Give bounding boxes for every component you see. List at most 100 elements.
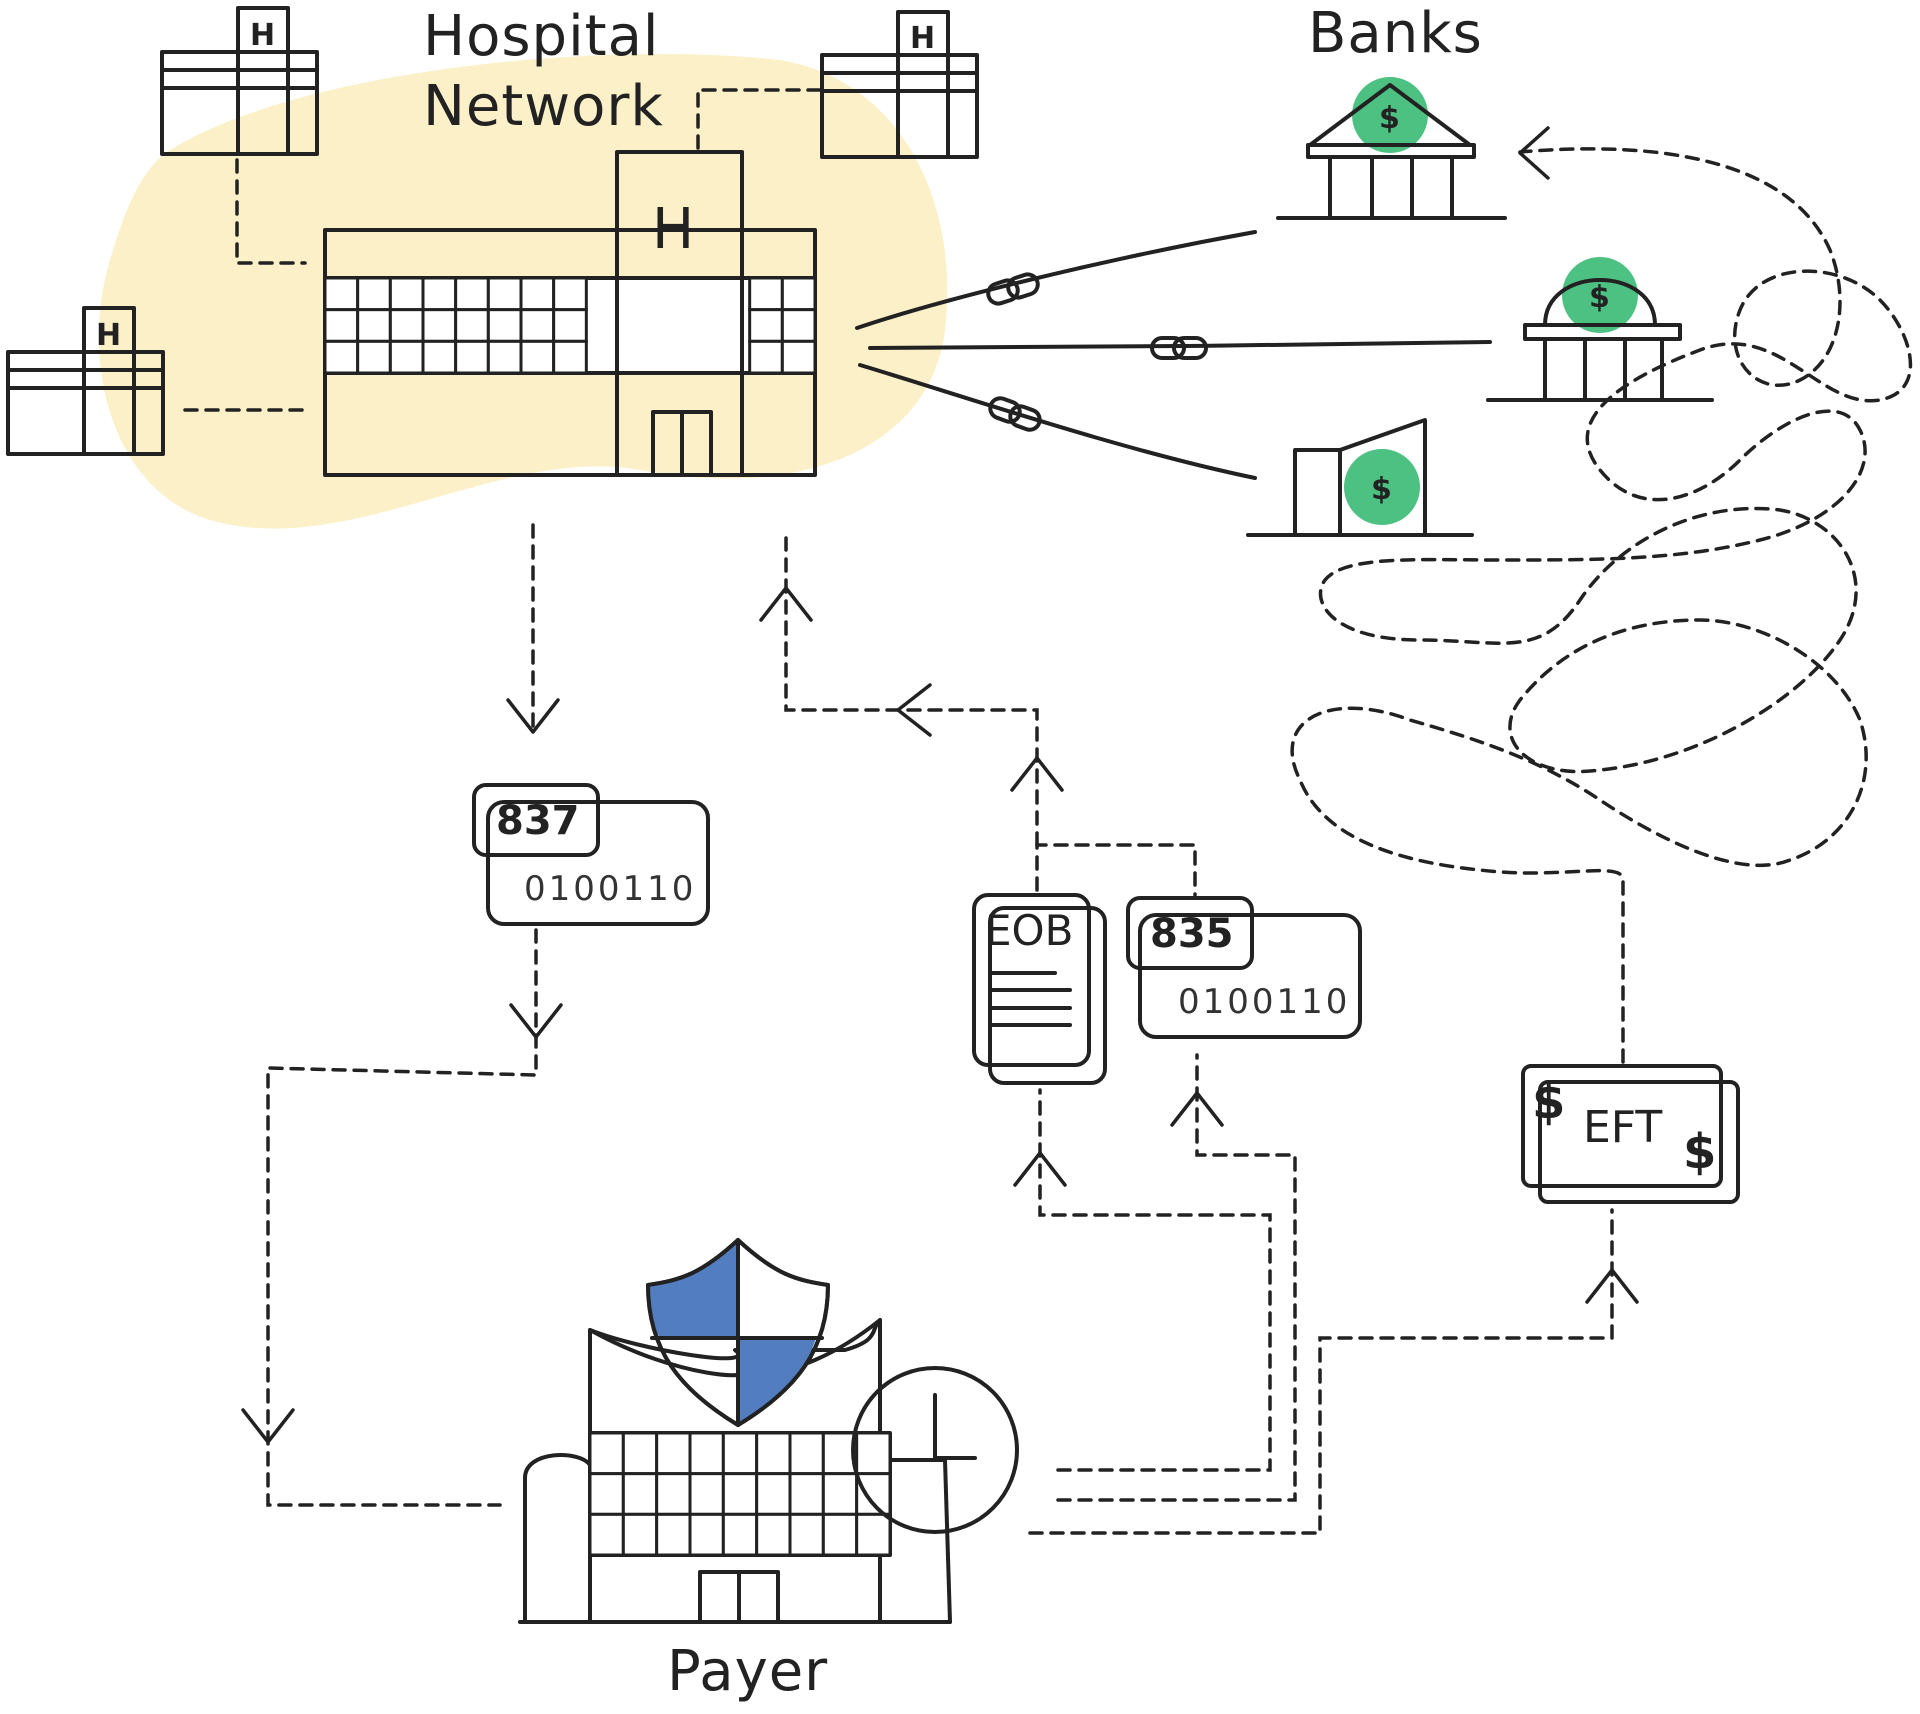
window-pane [356,276,392,312]
window-pane [356,339,392,375]
remit-flow-path [784,533,1039,847]
window-pane [788,1472,825,1516]
window-pane [486,276,523,312]
remit-code: 835 [1150,911,1234,957]
network-connector [696,88,822,150]
window-pane [421,308,458,343]
window-pane [486,339,523,375]
eob-label: EOB [985,906,1073,955]
small-hospital-icon: H [6,306,165,456]
eft-flow-path [1028,1208,1614,1535]
claim-code: 837 [496,798,580,844]
window-pane [621,1431,659,1476]
chain-link-icon [988,396,1042,432]
claim-flow-path [266,928,538,1507]
window-pane [780,308,817,343]
window-pane [688,1472,725,1516]
payer-building-icon [518,1318,952,1624]
window-pane [454,339,490,375]
hospital-h-label: H [910,21,935,56]
network-connector [235,158,307,265]
window-pane [855,1512,892,1557]
claim-binary: 0100110 [524,869,696,909]
window-pane [748,339,784,375]
chain-link-icon [1150,336,1208,360]
eft-tangled-path [1290,147,1913,1064]
window-pane [755,1431,792,1476]
bank-connection-line [855,230,1257,330]
window-pane [588,1512,625,1557]
bank-icon: $ [1246,418,1474,537]
window-pane [421,276,458,312]
window-pane [780,339,817,375]
window-pane [552,308,588,343]
window-pane [388,276,425,312]
window-pane [454,276,490,312]
dollar-sign: $ [1532,1074,1565,1130]
remit-835-flow-path [1056,1053,1297,1502]
window-pane [748,276,784,312]
dollar-sign: $ [1379,101,1400,136]
remit-flow-path [1035,843,1197,897]
window-pane [388,308,425,343]
window-pane [519,308,556,343]
arrow-icon [896,683,932,737]
window-pane [388,339,425,375]
window-pane [519,276,556,312]
arrow-icon [506,698,560,734]
dollar-sign: $ [1683,1124,1716,1180]
bank-icon: $ [1486,257,1714,402]
window-pane [721,1431,759,1476]
banks-title: Banks [1308,1,1483,66]
window-pane [621,1512,659,1557]
payer-windows [588,1431,892,1557]
payer-title: Payer [667,1639,828,1704]
window-pane [323,276,360,312]
hospital-network-title-line2: Network [423,74,664,139]
hospital-h-label: H [250,18,275,53]
bank-connection-line [858,363,1257,480]
window-pane [855,1431,892,1476]
window-pane [821,1472,859,1516]
small-hospital-icon: H [160,6,319,156]
window-pane [421,339,458,375]
main-hospital-h-label: H [652,197,694,262]
remit-binary: 0100110 [1178,982,1350,1022]
window-pane [755,1512,792,1557]
window-pane [721,1472,759,1516]
arrow-icon [1013,1151,1067,1187]
dollar-sign: $ [1371,472,1392,507]
window-pane [323,308,360,343]
arrow-icon [1170,1091,1224,1127]
window-pane [655,1431,692,1476]
window-pane [454,308,490,343]
hospital-h-label: H [96,318,121,353]
window-pane [748,308,784,343]
claim-837-document: 837 0100110 [472,783,710,926]
eob-document-icon: EOB [972,893,1107,1085]
hospital-network-title-line1: Hospital [423,4,659,69]
shield-icon [646,1238,830,1427]
window-pane [621,1472,659,1516]
window-pane [688,1431,725,1476]
window-pane [588,1472,625,1516]
clock-icon [851,1366,1019,1534]
arrow-icon [1585,1268,1639,1304]
dollar-sign: $ [1589,280,1610,315]
window-pane [821,1512,859,1557]
arrow-icon [1010,756,1064,792]
hospital-windows [323,276,817,375]
bank-connection-line [868,340,1492,350]
window-pane [788,1512,825,1557]
window-pane [721,1512,759,1557]
bank-icon: $ [1276,77,1507,220]
arrow-icon [1518,126,1550,180]
window-pane [486,308,523,343]
arrow-icon [509,1003,563,1039]
window-pane [688,1512,725,1557]
eob-flow-path [1038,1088,1272,1472]
window-pane [356,308,392,343]
arrow-icon [241,1408,295,1444]
